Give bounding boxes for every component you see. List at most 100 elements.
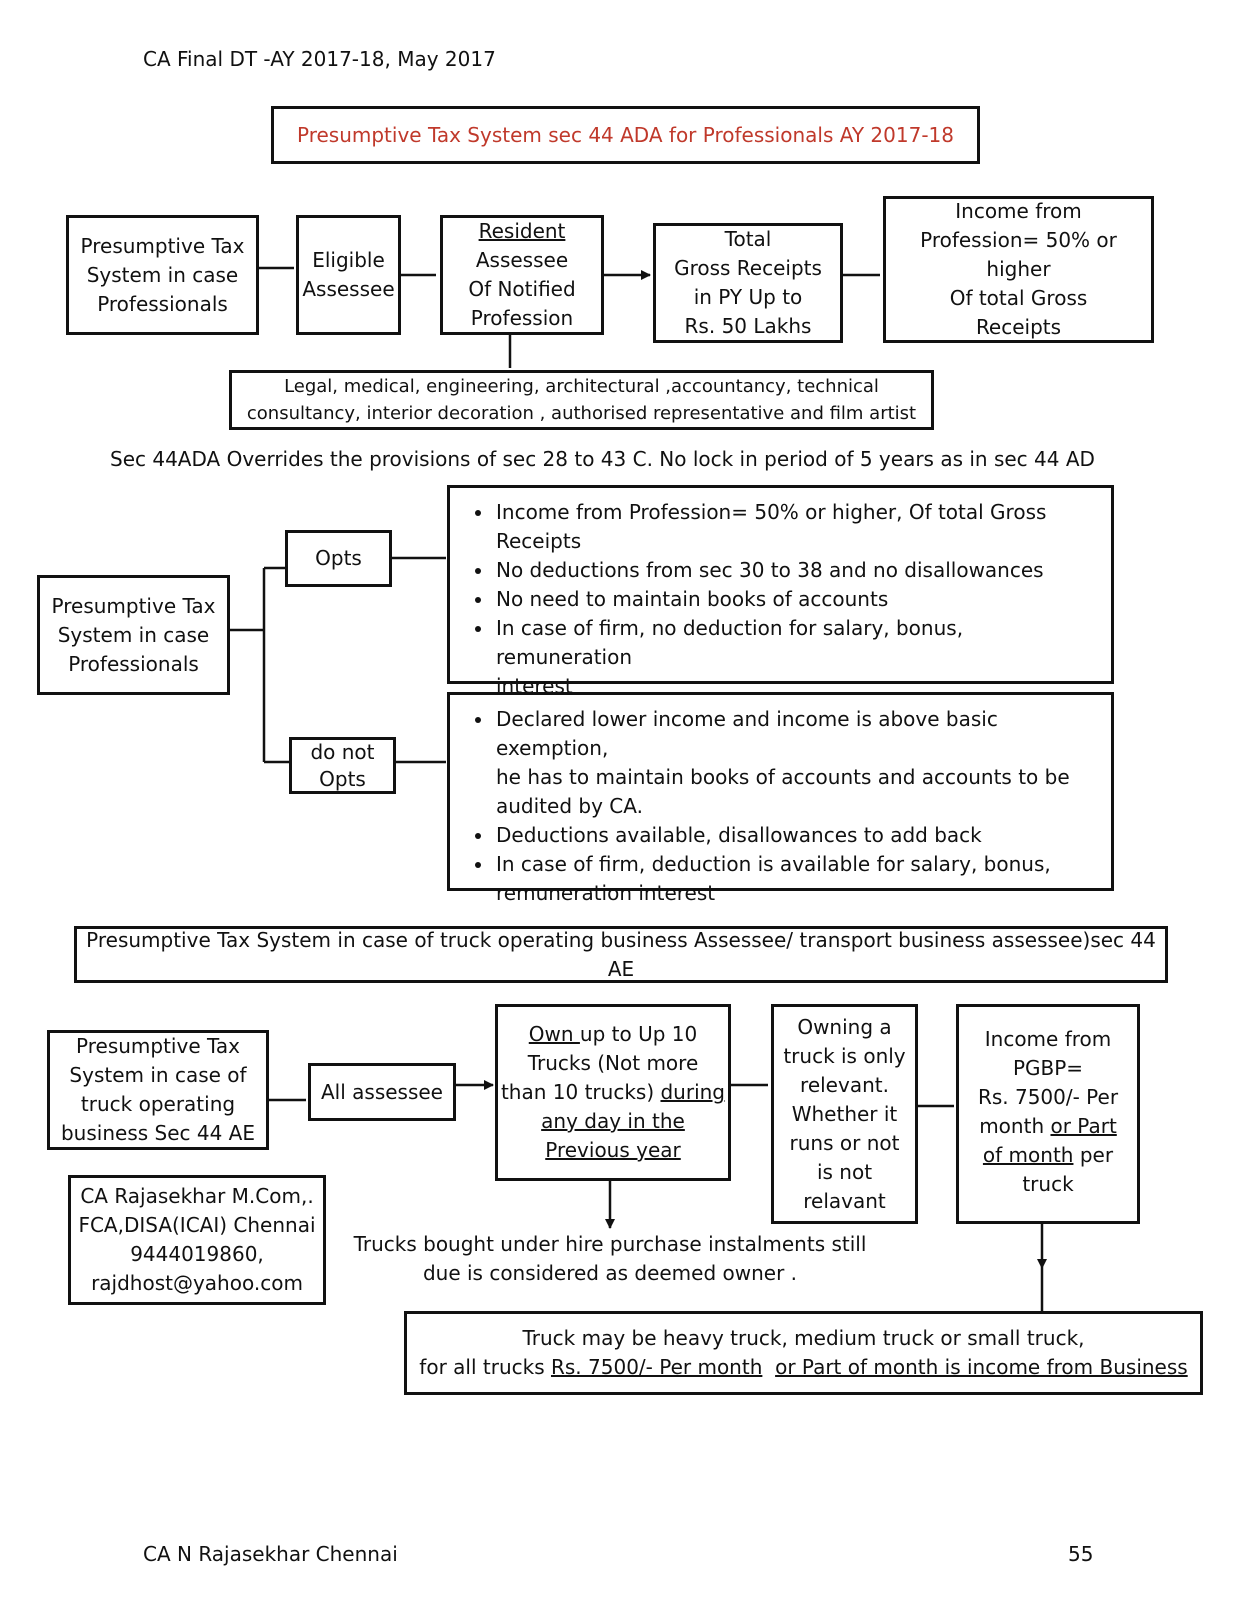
s1-b3-line: Of Notified xyxy=(468,277,576,301)
s1-gross-receipts-box: Total Gross Receipts in PY Up to Rs. 50 … xyxy=(653,223,843,343)
contact-line: FCA,DISA(ICAI) Chennai xyxy=(78,1213,316,1237)
s2-opts-label: Opts xyxy=(315,546,362,570)
s1-b5-line: Receipts xyxy=(975,315,1062,339)
s3-own-trucks-box: Own up to Up 10 Trucks (Not more than 10… xyxy=(495,1004,731,1181)
s3-b5-line4: month or Part xyxy=(979,1112,1117,1141)
bullet-text: audited by CA. xyxy=(496,794,643,818)
s3-all-assessee-box: All assessee xyxy=(308,1063,456,1121)
s3-b5-line: Income from xyxy=(984,1027,1112,1051)
s1-override-note: Sec 44ADA Overrides the provisions of se… xyxy=(110,447,1095,471)
s1-eligible-box: Eligible Assessee xyxy=(296,215,401,335)
s1-presumptive-box: Presumptive Tax System in case Professio… xyxy=(66,215,259,335)
s2-opts-list: Income from Profession= 50% or higher, O… xyxy=(450,498,1095,701)
bullet-text: Receipts xyxy=(496,529,582,553)
s3-b4-line: relavant xyxy=(803,1188,886,1213)
s3-b4-line: runs or not xyxy=(789,1130,900,1155)
s3-b5-line: PGBP= xyxy=(1012,1056,1084,1080)
truck-note-d: or Part of month is income from Business xyxy=(775,1355,1188,1379)
s3-b5-line: Rs. 7500/- Per xyxy=(977,1085,1119,1109)
s1-b2-line: Eligible xyxy=(312,248,385,272)
s3-b4-line: relevant. xyxy=(800,1072,889,1097)
s3-b3-l1: up to Up 10 xyxy=(579,1022,698,1046)
page-number: 55 xyxy=(1068,1542,1094,1566)
s2-donot-details-box: Declared lower income and income is abov… xyxy=(447,692,1114,905)
s3-b2-label: All assessee xyxy=(320,1079,443,1104)
s2-donot-box: do not Opts xyxy=(289,737,396,794)
s2-opts-details-box: Income from Profession= 50% or higher, O… xyxy=(447,485,1114,698)
s3-b3-during: during xyxy=(660,1080,726,1104)
hire-note-line: Trucks bought under hire purchase instal… xyxy=(353,1232,867,1256)
s1-b3-line-underlined: Resident xyxy=(478,219,566,243)
s1-b1-line: System in case xyxy=(86,262,239,287)
s3-b5-or-part: or Part xyxy=(1050,1114,1117,1138)
hire-note-line: due is considered as deemed owner . xyxy=(422,1261,798,1285)
bullet-text: In case of firm, no deduction for salary… xyxy=(496,616,964,669)
s1-b5-line: higher xyxy=(986,257,1051,281)
s3-b5-l5: per xyxy=(1073,1143,1114,1167)
list-item: Declared lower income and income is abov… xyxy=(494,705,1095,821)
list-item: Income from Profession= 50% or higher, O… xyxy=(494,498,1095,556)
list-item: No deductions from sec 30 to 38 and no d… xyxy=(494,556,1095,585)
bullet-text: In case of firm, deduction is available … xyxy=(496,852,1051,876)
contact-line: CA Rajasekhar M.Com,. xyxy=(80,1184,314,1208)
list-item: Deductions available, disallowances to a… xyxy=(494,821,1095,850)
s3-b1-line: business Sec 44 AE xyxy=(60,1121,255,1145)
s1-b4-line: Rs. 50 Lakhs xyxy=(684,314,812,338)
contact-line: 9444019860, xyxy=(130,1242,264,1266)
section3-title: Presumptive Tax System in case of truck … xyxy=(74,926,1168,983)
s1-professions-line: consultancy, interior decoration , autho… xyxy=(246,403,917,424)
s1-b1-line: Professionals xyxy=(97,291,228,316)
s1-b5-line: Profession= 50% or xyxy=(920,228,1117,252)
list-item: In case of firm, deduction is available … xyxy=(494,850,1095,908)
s1-professions-line: Legal, medical, engineering, architectur… xyxy=(284,376,879,397)
s3-owning-box: Owning a truck is only relevant. Whether… xyxy=(771,1004,918,1224)
bullet-text: Declared lower income and income is abov… xyxy=(496,707,998,760)
truck-note-a: for all trucks xyxy=(419,1355,551,1379)
bullet-text: Deductions available, disallowances to a… xyxy=(496,823,982,847)
truck-note-line: Truck may be heavy truck, medium truck o… xyxy=(522,1326,1085,1350)
s3-b3-line3: than 10 trucks) during xyxy=(501,1078,725,1107)
list-item: No need to maintain books of accounts xyxy=(494,585,1095,614)
s3-b3-line: Trucks (Not more xyxy=(527,1051,699,1075)
s3-b4-line: truck is only xyxy=(783,1043,906,1068)
s3-b4-line: Owning a xyxy=(797,1014,892,1039)
s1-income-box: Income from Profession= 50% or higher Of… xyxy=(883,196,1154,343)
truck-note-b: Rs. 7500/- Per month xyxy=(550,1355,763,1379)
s2-root-line: Presumptive Tax xyxy=(51,593,216,618)
s1-professions-box: Legal, medical, engineering, architectur… xyxy=(229,370,934,430)
s1-b5-line: Of total Gross xyxy=(949,286,1088,310)
bullet-text: No need to maintain books of accounts xyxy=(496,587,889,611)
s3-b3-own: Own xyxy=(528,1022,580,1046)
s2-presumptive-box: Presumptive Tax System in case Professio… xyxy=(37,575,230,695)
bullet-text: Income from Profession= 50% or higher, O… xyxy=(496,500,1047,524)
s1-b2-line: Assessee xyxy=(302,277,395,301)
s3-b3-line: any day in the xyxy=(541,1109,685,1133)
s1-b5-line: Income from xyxy=(955,199,1082,223)
s3-b4-line: is not xyxy=(816,1159,873,1184)
s1-b4-line: Gross Receipts xyxy=(674,256,822,280)
s1-b1-line: Presumptive Tax xyxy=(80,233,245,258)
s3-truck-note-box: Truck may be heavy truck, medium truck o… xyxy=(404,1311,1203,1395)
s3-b5-line5: of month per xyxy=(983,1141,1113,1170)
s3-b5-of-month: of month xyxy=(982,1143,1074,1167)
s3-b1-line: System in case of xyxy=(69,1063,247,1087)
s1-b4-line: in PY Up to xyxy=(693,285,803,309)
s3-b5-l4: month xyxy=(979,1114,1051,1138)
s3-b3-l3: than 10 trucks) xyxy=(500,1080,661,1104)
s3-pgbp-box: Income from PGBP= Rs. 7500/- Per month o… xyxy=(956,1004,1140,1224)
s2-root-line: System in case xyxy=(57,622,210,647)
truck-note-line2: for all trucks Rs. 7500/- Per month or P… xyxy=(419,1353,1187,1382)
page-footer-author: CA N Rajasekhar Chennai xyxy=(143,1542,398,1566)
s3-hire-purchase-note: Trucks bought under hire purchase instal… xyxy=(350,1230,870,1288)
s3-b1-line: truck operating xyxy=(80,1092,236,1116)
s3-b1-line: Presumptive Tax xyxy=(76,1034,240,1058)
s3-b3-line: Previous year xyxy=(545,1138,681,1162)
section3-title-text: Presumptive Tax System in case of truck … xyxy=(86,927,1156,981)
s2-donot-list: Declared lower income and income is abov… xyxy=(450,705,1095,908)
s1-b4-line: Total xyxy=(724,227,772,251)
s2-donot-line: do not xyxy=(310,739,375,764)
page-header: CA Final DT -AY 2017-18, May 2017 xyxy=(143,47,496,71)
bullet-text: he has to maintain books of accounts and… xyxy=(496,765,1070,789)
contact-email: rajdhost@yahoo.com xyxy=(91,1271,303,1295)
